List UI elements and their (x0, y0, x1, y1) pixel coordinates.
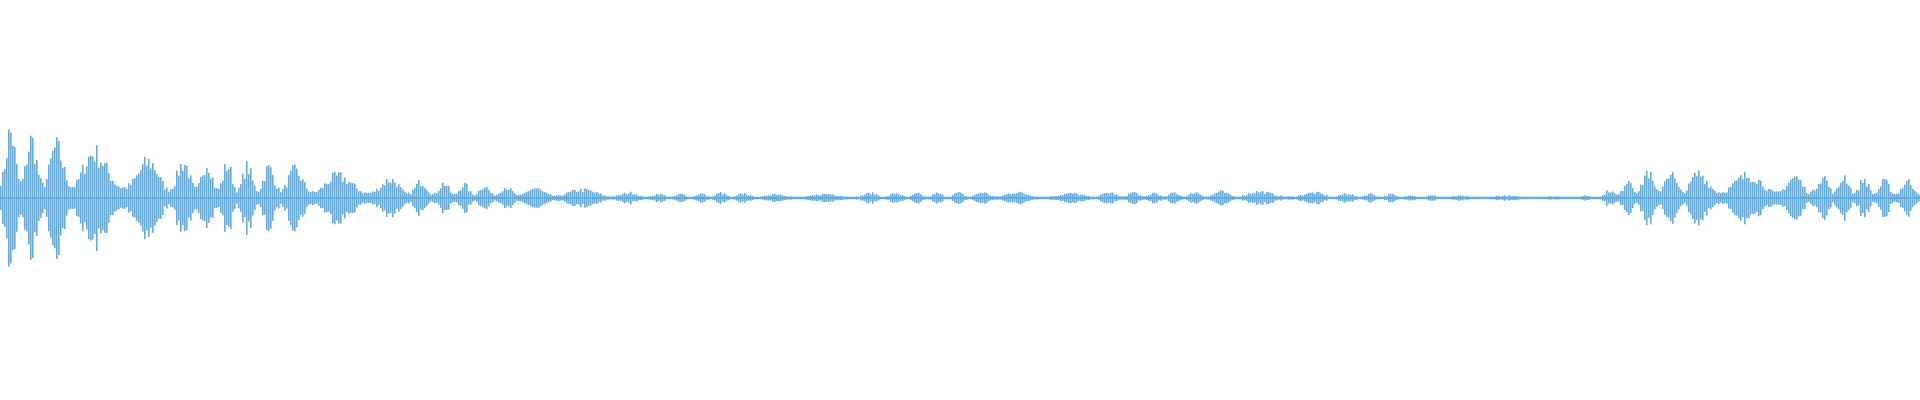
waveform-center-line (0, 197, 1920, 199)
waveform-bars (0, 129, 1920, 267)
